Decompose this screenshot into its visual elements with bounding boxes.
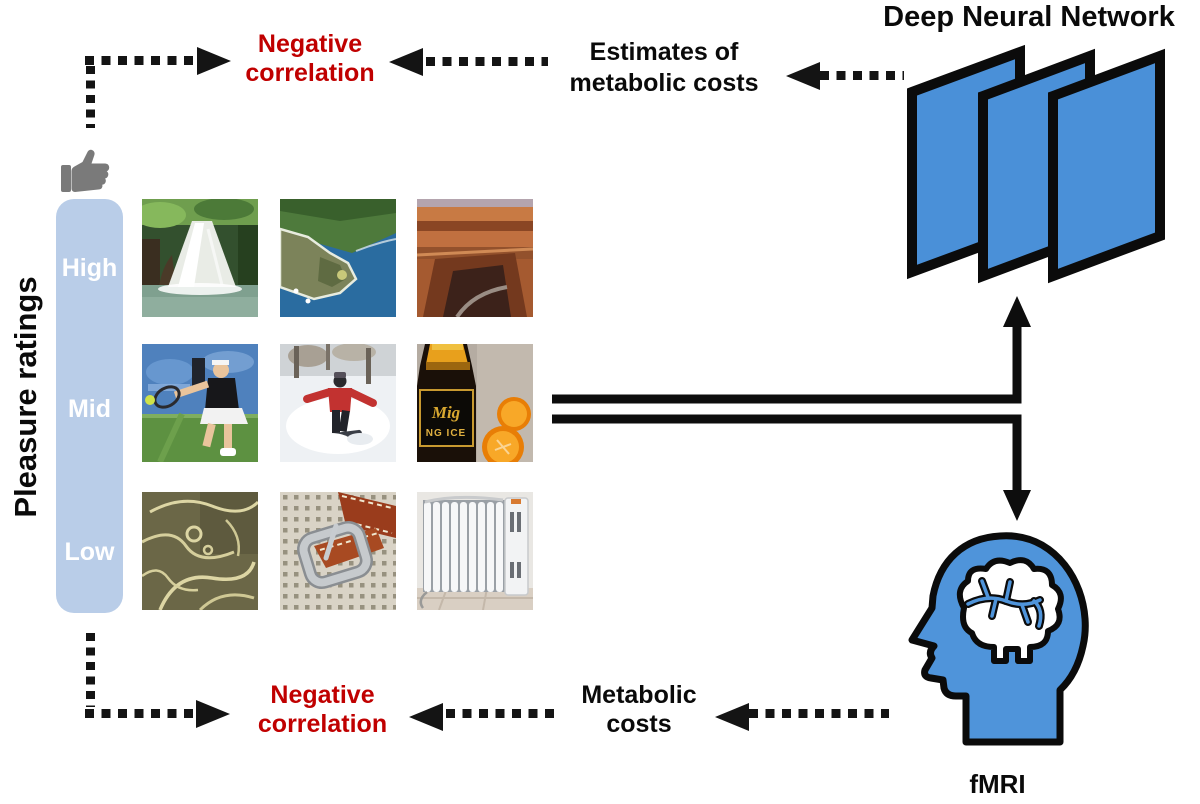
photo-coastline (280, 199, 396, 317)
ratings-to-negcorr-dash-vertical (86, 66, 95, 128)
photo-tennis (142, 344, 258, 462)
pleasure-axis-label: Pleasure ratings (8, 276, 43, 518)
arrowhead-right-icon (196, 700, 230, 728)
photo-belt (280, 492, 396, 610)
connector-to-dnn (552, 325, 1022, 404)
arrowhead-left-icon (786, 62, 820, 90)
arrowhead-down-icon (1003, 490, 1031, 521)
dnn-title: Deep Neural Network (883, 1, 1175, 33)
ratings-to-negcorr-dash-horizontal (85, 56, 197, 65)
photo-snowboarder (280, 344, 396, 462)
photo-canyon (417, 199, 533, 317)
arrowhead-left-icon (715, 703, 749, 731)
ratings-to-negcorr-bottom-dash-vertical (86, 633, 95, 707)
beer-label-script: Mig (431, 403, 461, 422)
arrowhead-right-icon (197, 47, 231, 75)
photo-waterfall (142, 199, 258, 317)
thumbs-up-icon (61, 149, 110, 192)
fmri-label: fMRI (969, 769, 1026, 799)
arrowhead-up-icon (1003, 296, 1031, 327)
estimates-to-negcorr-dash (426, 57, 548, 66)
negative-correlation-top-label: Negative correlation (245, 30, 375, 87)
fmri-to-metabolic-dash (749, 709, 889, 718)
metabolic-to-negcorr-dash (446, 709, 556, 718)
beer-label-text: NG ICE (426, 428, 466, 439)
arrowhead-left-icon (409, 703, 443, 731)
dnn-layers-icon (907, 44, 1165, 284)
connector-to-fmri (552, 414, 1022, 490)
photo-radiator (417, 492, 533, 610)
pleasure-scale-pill: High Mid Low (56, 199, 123, 613)
photo-microscopy (142, 492, 258, 610)
dnn-to-estimates-dash (820, 71, 904, 80)
negative-correlation-bottom-label: Negative correlation (257, 681, 388, 738)
pleasure-level-low: Low (64, 538, 115, 566)
fmri-head-icon (908, 532, 1089, 746)
estimates-of-metabolic-costs-label: Estimates of metabolic costs (569, 38, 759, 97)
photo-beer-oranges: Mig NG ICE (417, 344, 533, 462)
ratings-to-negcorr-bottom-dash-horizontal (85, 709, 197, 718)
pleasure-level-high: High (61, 254, 118, 282)
metabolic-costs-label: Metabolic costs (581, 681, 697, 738)
arrowhead-left-icon (389, 48, 423, 76)
pleasure-level-mid: Mid (67, 395, 112, 423)
